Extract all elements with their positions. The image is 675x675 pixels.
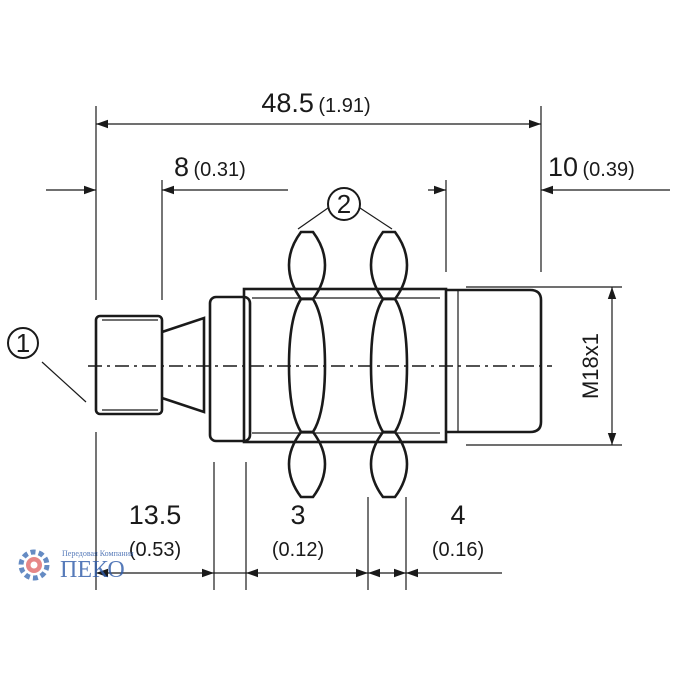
connector-neck xyxy=(161,316,206,414)
svg-text:1: 1 xyxy=(16,328,30,358)
sensor-outline xyxy=(88,230,552,499)
dim-nut-thickness-value: 3 xyxy=(290,500,305,530)
watermark-brand: ПЕКО xyxy=(60,557,125,583)
watermark-tagline: Передовая Компания xyxy=(62,549,134,558)
dimension-lines xyxy=(46,119,670,578)
gear-icon xyxy=(18,549,50,581)
dim-nut-gap-inch: (0.16) xyxy=(432,539,484,561)
dim-thread-label: M18x1 xyxy=(578,333,603,399)
callout-connector: 1 xyxy=(7,327,87,403)
dim-nut-thickness-inch: (0.12) xyxy=(272,539,324,561)
dim-nut-gap-value: 4 xyxy=(450,500,465,530)
dimension-labels: 48.5 (1.91) 8 (0.31) 10 (0.39) M18x1 13.… xyxy=(129,88,635,561)
dim-sensing-face-label: 10 (0.39) xyxy=(548,152,635,182)
sensing-face xyxy=(446,288,543,434)
dim-overall-label: 48.5 (1.91) xyxy=(261,88,370,118)
dim-rear-value: 13.5 xyxy=(129,500,182,530)
watermark: ПЕКО Передовая Компания xyxy=(18,549,134,583)
callout-nuts: 2 xyxy=(297,187,393,230)
rear-flange xyxy=(208,295,252,443)
dim-rear-inch: (0.53) xyxy=(129,539,181,561)
dim-connector-label: 8 (0.31) xyxy=(174,152,246,182)
svg-text:2: 2 xyxy=(337,189,351,219)
connector-thread xyxy=(94,314,164,416)
